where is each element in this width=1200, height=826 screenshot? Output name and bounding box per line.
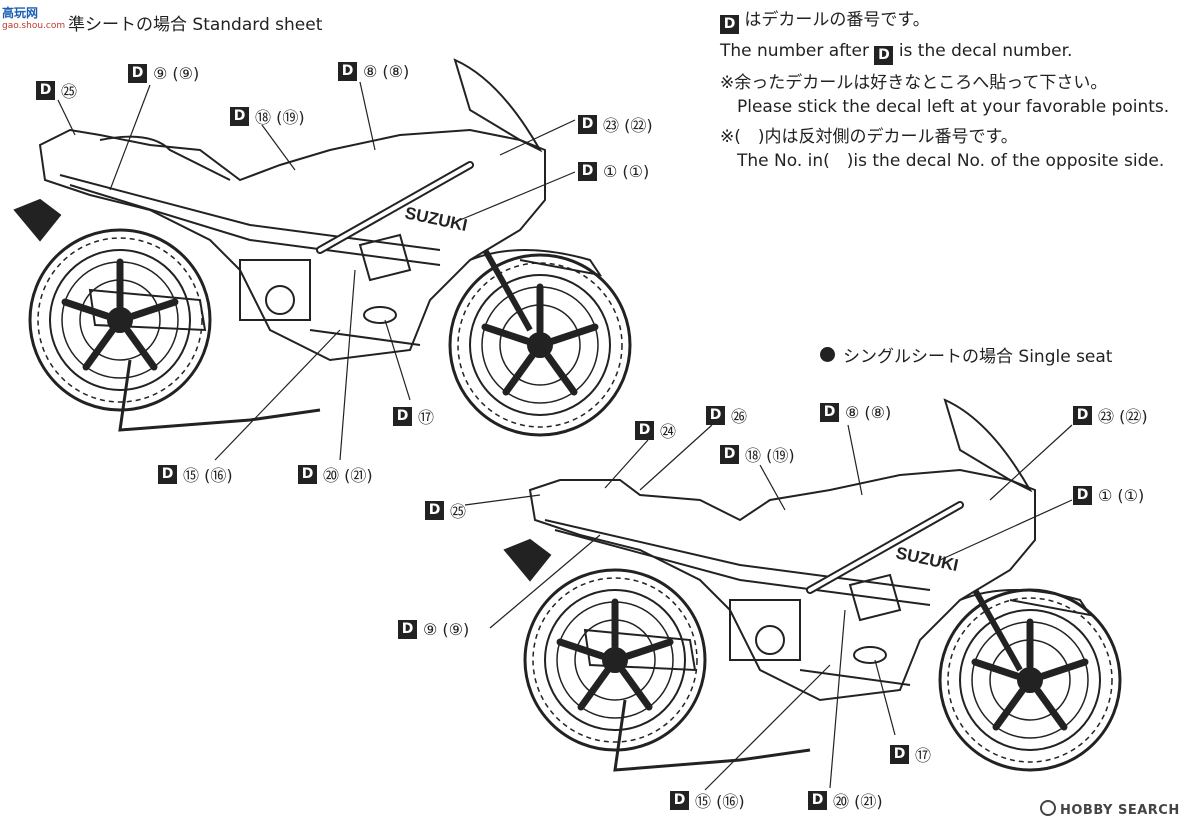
note-text: The number after xyxy=(720,41,869,61)
note-line3-jp: ※( )内は反対側のデカール番号です。 xyxy=(720,127,1018,147)
decal-number: ⑮ (⑯) xyxy=(695,792,745,811)
rear-wheel xyxy=(30,230,210,410)
decal-label-25: D ㉕ xyxy=(36,78,77,102)
decal-badge: D xyxy=(230,106,249,126)
decal-badge: D xyxy=(670,790,689,810)
decal-number: ㉔ xyxy=(660,422,677,441)
note-line2-jp: ※余ったデカールは好きなところへ貼って下さい。 xyxy=(720,73,1108,93)
decal-number: ⑨ (⑨) xyxy=(423,620,470,639)
decal-label-8: D ⑧ (⑧) xyxy=(820,403,891,422)
leader-lines-standard xyxy=(57,81,576,461)
rear-wheel xyxy=(525,570,705,750)
decal-label-26: D ㉖ xyxy=(706,403,747,427)
bullet-icon xyxy=(820,347,835,362)
watermark-hobbysearch: HOBBY SEARCH xyxy=(1040,800,1180,818)
decal-label-20: D ⑳ (㉑) xyxy=(298,462,373,486)
decal-badge: D xyxy=(578,114,597,134)
decal-label-18: D ⑱ (⑲) xyxy=(230,104,305,128)
decal-number: ⑨ (⑨) xyxy=(153,64,200,83)
note-line1-en: The number after D is the decal number. xyxy=(720,41,1169,65)
note-line3-en: The No. in( )is the decal No. of the opp… xyxy=(737,151,1165,171)
decal-number: ⑱ (⑲) xyxy=(255,108,305,127)
decal-number: ⑧ (⑧) xyxy=(363,62,410,81)
decal-badge: D xyxy=(820,403,839,422)
decal-badge: D xyxy=(338,62,357,81)
decal-badge: D xyxy=(425,500,444,520)
decal-badge: D xyxy=(808,790,827,810)
decal-number: ㉕ xyxy=(450,502,467,521)
decal-number: ⑳ (㉑) xyxy=(833,792,883,811)
decal-label-9: D ⑨ (⑨) xyxy=(398,620,469,639)
decal-number: ㉓ (㉒) xyxy=(603,116,653,135)
decal-label-1: D ① (①) xyxy=(578,162,649,181)
decal-label-20: D ⑳ (㉑) xyxy=(808,788,883,812)
decal-number: ⑰ xyxy=(418,408,435,427)
standard-bike xyxy=(13,58,630,435)
decal-number: ⑱ (⑲) xyxy=(745,446,795,465)
decal-label-25: D ㉕ xyxy=(425,498,466,522)
note-line2-en: Please stick the decal left at your favo… xyxy=(737,97,1170,117)
note-line1-jp: D はデカールの番号です。 xyxy=(720,10,1169,34)
decal-label-9: D ⑨ (⑨) xyxy=(128,64,199,83)
brand-text-single: SUZUKI xyxy=(894,543,960,575)
decal-label-18: D ⑱ (⑲) xyxy=(720,442,795,466)
decal-number: ⑳ (㉑) xyxy=(323,466,373,485)
watermark-logo: 高玩网 gao.shou.com xyxy=(2,4,65,31)
decal-badge: D xyxy=(720,15,739,34)
decal-number: ⑮ (⑯) xyxy=(183,466,233,485)
decal-number: ㉓ (㉒) xyxy=(1098,407,1148,426)
single-heading: シングルシートの場合 Single seat xyxy=(843,347,1113,367)
decal-badge: D xyxy=(635,420,654,440)
decal-label-23: D ㉓ (㉒) xyxy=(1073,403,1148,427)
decal-badge: D xyxy=(298,464,317,484)
decal-badge: D xyxy=(874,46,894,65)
decal-badge: D xyxy=(720,444,739,464)
decal-badge: D xyxy=(578,162,597,181)
decal-label-15: D ⑮ (⑯) xyxy=(670,788,745,812)
decal-number: ⑧ (⑧) xyxy=(845,403,892,422)
decal-label-23: D ㉓ (㉒) xyxy=(578,112,653,136)
single-bike xyxy=(503,398,1120,770)
watermark-subtext: gao.shou.com xyxy=(2,21,66,31)
single-heading-row: シングルシートの場合 Single seat xyxy=(820,342,1112,367)
decal-badge: D xyxy=(158,464,177,484)
decal-badge: D xyxy=(36,80,55,100)
decal-label-1: D ① (①) xyxy=(1073,486,1144,505)
decal-label-17: D ⑰ xyxy=(393,404,434,428)
watermark-text: 高玩网 xyxy=(2,6,39,20)
decal-badge: D xyxy=(706,405,725,425)
decal-label-17: D ⑰ xyxy=(890,742,931,766)
front-wheel xyxy=(450,255,630,435)
decal-label-8: D ⑧ (⑧) xyxy=(338,62,409,81)
hobbysearch-icon xyxy=(1040,800,1056,816)
front-wheel xyxy=(940,590,1120,770)
decal-badge: D xyxy=(1073,486,1092,505)
decal-label-15: D ⑮ (⑯) xyxy=(158,462,233,486)
leader-lines-single xyxy=(464,424,1073,791)
decal-badge: D xyxy=(128,64,147,83)
decal-number: ① (①) xyxy=(1098,486,1145,505)
decal-badge: D xyxy=(398,620,417,639)
notes-block: D はデカールの番号です。 The number after D is the … xyxy=(720,10,1169,171)
decal-number: ⑰ xyxy=(915,746,932,765)
decal-badge: D xyxy=(393,406,412,426)
standard-heading: 準シートの場合 Standard sheet xyxy=(68,15,323,35)
note-text: is the decal number. xyxy=(898,41,1073,61)
decal-number: ㉖ xyxy=(731,407,748,426)
decal-badge: D xyxy=(890,744,909,764)
decal-number: ㉕ xyxy=(61,82,78,101)
decal-label-24: D ㉔ xyxy=(635,418,676,442)
watermark-text: HOBBY SEARCH xyxy=(1060,803,1180,818)
decal-number: ① (①) xyxy=(603,162,650,181)
decal-badge: D xyxy=(1073,405,1092,425)
brand-text-standard: SUZUKI xyxy=(403,203,469,235)
note-text: はデカールの番号です。 xyxy=(744,10,930,30)
